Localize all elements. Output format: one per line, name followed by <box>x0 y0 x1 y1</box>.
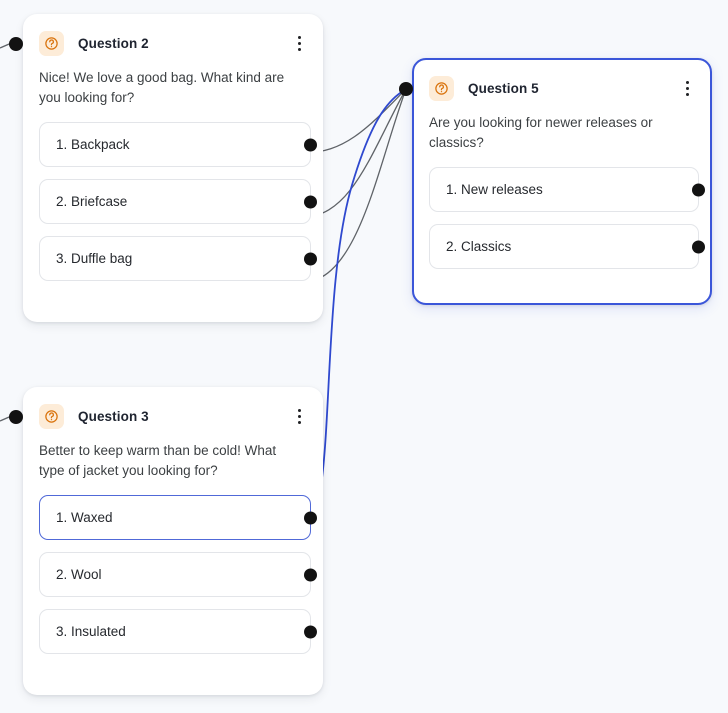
option-row[interactable]: 3. Duffle bag <box>39 236 317 281</box>
question-circle-icon <box>39 404 64 429</box>
node-input-port-question-2[interactable] <box>9 37 23 51</box>
option-output-port[interactable] <box>303 625 317 638</box>
option-output-port[interactable] <box>303 138 317 151</box>
node-question-5[interactable]: Question 5 Are you looking for newer rel… <box>412 58 712 305</box>
option-output-port[interactable] <box>303 568 317 581</box>
node-title: Question 5 <box>468 81 539 96</box>
option-row[interactable]: 2. Wool <box>39 552 317 597</box>
question-circle-icon <box>429 76 454 101</box>
option-label: 1. New releases <box>446 182 543 197</box>
node-input-port-question-5[interactable] <box>399 82 413 96</box>
node-prompt: Better to keep warm than be cold! What t… <box>39 443 277 478</box>
node-header: Question 2 <box>24 15 322 56</box>
option-label: 3. Insulated <box>56 624 126 639</box>
option-row[interactable]: 3. Insulated <box>39 609 317 654</box>
node-header: Question 3 <box>24 388 322 429</box>
node-prompt: Are you looking for newer releases or cl… <box>429 115 653 150</box>
option-output-port[interactable] <box>691 183 705 196</box>
node-question-2[interactable]: Question 2 Nice! We love a good bag. Wha… <box>23 14 323 322</box>
option-row[interactable]: 1. Backpack <box>39 122 317 167</box>
node-header: Question 5 <box>414 60 710 101</box>
option-row[interactable]: 2. Briefcase <box>39 179 317 224</box>
more-vertical-icon[interactable] <box>678 79 696 99</box>
option-output-port[interactable] <box>303 511 317 524</box>
option-label: 3. Duffle bag <box>56 251 133 266</box>
more-vertical-icon[interactable] <box>290 407 308 427</box>
option-list: 1. Waxed 2. Wool 3. Insulated <box>24 481 322 670</box>
node-prompt: Nice! We love a good bag. What kind are … <box>39 70 285 105</box>
option-row[interactable]: 1. Waxed <box>39 495 317 540</box>
option-label: 2. Wool <box>56 567 102 582</box>
option-label: 1. Waxed <box>56 510 113 525</box>
option-row[interactable]: 2. Classics <box>429 224 705 269</box>
node-title: Question 3 <box>78 409 149 424</box>
option-list: 1. Backpack 2. Briefcase 3. Duffle bag <box>24 108 322 297</box>
question-circle-icon <box>39 31 64 56</box>
option-label: 1. Backpack <box>56 137 130 152</box>
option-output-port[interactable] <box>691 240 705 253</box>
more-vertical-icon[interactable] <box>290 34 308 54</box>
option-output-port[interactable] <box>303 252 317 265</box>
node-question-3[interactable]: Question 3 Better to keep warm than be c… <box>23 387 323 695</box>
option-label: 2. Classics <box>446 239 512 254</box>
option-row[interactable]: 1. New releases <box>429 167 705 212</box>
option-list: 1. New releases 2. Classics <box>414 153 710 285</box>
option-label: 2. Briefcase <box>56 194 128 209</box>
node-input-port-question-3[interactable] <box>9 410 23 424</box>
node-title: Question 2 <box>78 36 149 51</box>
option-output-port[interactable] <box>303 195 317 208</box>
